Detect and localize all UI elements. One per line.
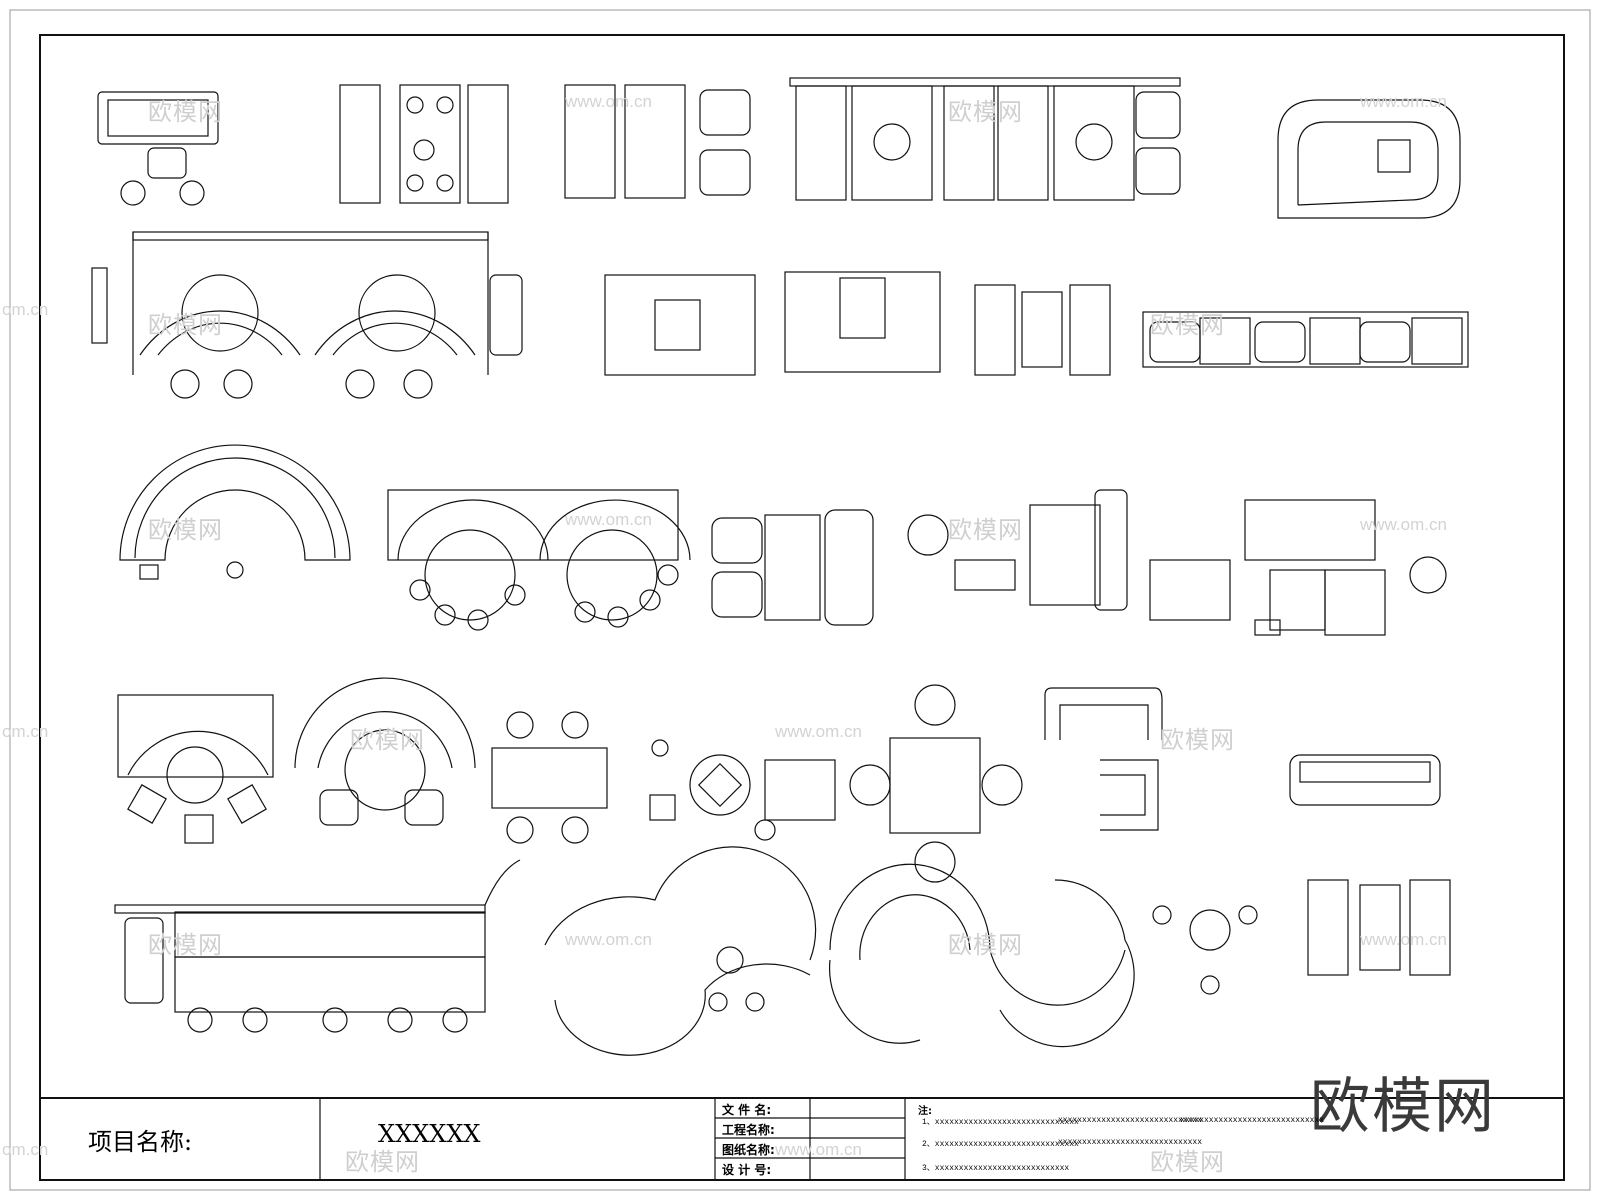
booth-corner-unit — [1044, 687, 1163, 831]
dining-table-6 — [491, 711, 608, 844]
curved-sofa-set-2 — [294, 677, 476, 826]
engineering-name-label: 工程名称: — [722, 1123, 775, 1137]
square-table-4 — [849, 684, 1023, 883]
note-line: 3、xxxxxxxxxxxxxxxxxxxxxxxxxxxx — [922, 1164, 1070, 1173]
desk-cluster-1 — [711, 509, 874, 626]
brand-watermark-logo: 欧模网 — [1310, 1072, 1496, 1142]
project-name-value: XXXXXX — [378, 1120, 481, 1148]
desk-units-3 — [1307, 879, 1451, 976]
long-bench-row — [1142, 311, 1469, 368]
drawing-frame — [39, 34, 1565, 1181]
project-name-label: 项目名称: — [88, 1128, 193, 1156]
lounge-cluster-2 — [1149, 499, 1447, 636]
s-curve-booth-2 — [828, 863, 1135, 1048]
design-number-label: 设 计 号: — [722, 1163, 772, 1177]
s-curve-booth-1 — [544, 846, 817, 1056]
curved-sofa-set — [117, 694, 274, 844]
note-line: xxxxxxxxxxxxxxxxxxxxxxxxxxxxxx — [1058, 1116, 1203, 1125]
round-table-4 — [1152, 905, 1258, 995]
note-line: xxxxxxxxxxxxxxxxxxxxxxxxxxxxxx — [1180, 1116, 1325, 1125]
workstation-1 — [789, 77, 1181, 201]
desk-units-1 — [564, 84, 751, 199]
outer-border — [9, 9, 1591, 1191]
desk-units-2 — [604, 271, 1111, 376]
bar-counter-row — [114, 859, 521, 1033]
beds-block — [339, 84, 509, 204]
file-name-label: 文 件 名: — [722, 1103, 772, 1117]
lounge-cluster-1 — [907, 489, 1128, 611]
lounge-booth-1 — [1277, 99, 1461, 219]
long-sofa — [1289, 754, 1441, 806]
curved-booth-pair — [91, 231, 523, 399]
note-line: 2、xxxxxxxxxxxxxxxxxxxxxxxxxxxxxx — [922, 1140, 1079, 1149]
note-line: xxxxxxxxxxxxxxxxxxxxxxxxxxxxxx — [1058, 1138, 1203, 1147]
notes-label: 注: — [918, 1106, 932, 1117]
title-block — [40, 1097, 1564, 1180]
drawing-name-label: 图纸名称: — [722, 1143, 775, 1157]
round-table-lounge — [649, 739, 836, 841]
curved-desk-1 — [119, 444, 351, 580]
note-line: 1、xxxxxxxxxxxxxxxxxxxxxxxxxxxxxx — [922, 1118, 1079, 1127]
curved-booth-pair-2 — [387, 489, 691, 631]
sofa-set-1 — [97, 91, 219, 206]
